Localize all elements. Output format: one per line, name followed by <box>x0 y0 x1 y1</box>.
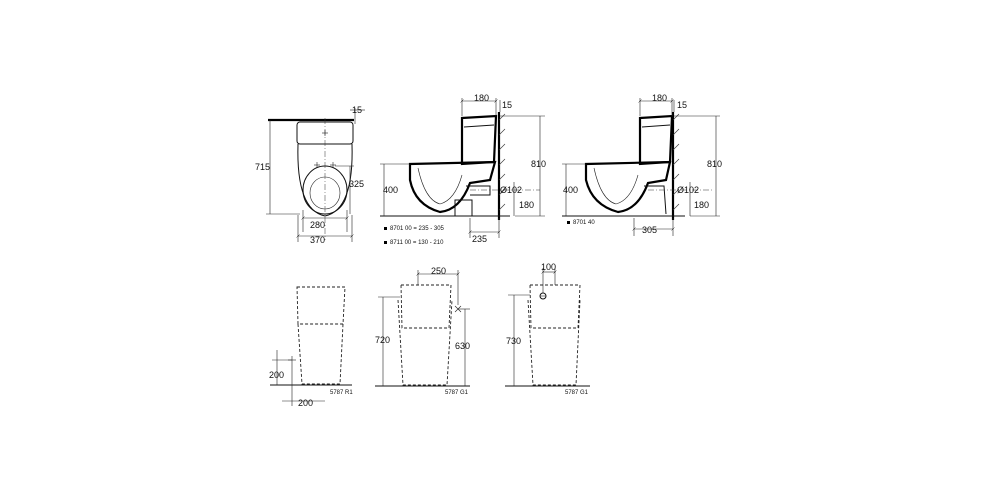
front-view-3: 100 730 5787 G1 <box>505 262 590 396</box>
pan-outline <box>397 299 453 386</box>
dim-offset: 15 <box>352 105 362 115</box>
dim-length: 715 <box>255 162 270 172</box>
dim-pipe-height: 180 <box>519 200 534 210</box>
model-code: 5787 R1 <box>330 390 353 396</box>
dim-height: 810 <box>531 159 546 169</box>
dim-seat-height: 400 <box>383 185 398 195</box>
dim-tank-width: 250 <box>431 266 446 276</box>
tank <box>638 114 674 166</box>
dim-pipe-diameter: Ø102 <box>500 185 522 195</box>
code-marker <box>567 221 570 224</box>
code-a: 8701 40 <box>573 220 595 226</box>
dim-height: 720 <box>375 335 390 345</box>
model-code: 5787 G1 <box>445 390 469 396</box>
pan-outline <box>527 299 581 386</box>
tank-outline <box>529 284 581 329</box>
bowl <box>408 160 497 214</box>
dim-seat-height: 400 <box>563 185 578 195</box>
dim-inner-width: 280 <box>310 220 325 230</box>
front-view-2: 250 720 630 5787 G1 <box>375 266 470 396</box>
dim-button-offset: 100 <box>541 262 556 272</box>
dim-height: 810 <box>707 159 722 169</box>
dim-inlet-height: 630 <box>455 341 470 351</box>
outlet-pipe <box>644 185 667 215</box>
dim-pipe-diameter: Ø102 <box>677 185 699 195</box>
bowl-outline <box>297 143 353 217</box>
dim-hole-distance: 325 <box>349 179 364 189</box>
pan-connector <box>454 199 473 217</box>
top-view: 15 715 325 280 370 <box>255 105 365 245</box>
outlet-pipe <box>466 185 491 196</box>
wall-hatch <box>498 113 506 211</box>
code-marker <box>384 227 387 230</box>
code-b: 8711 00 = 130 - 210 <box>390 240 444 246</box>
model-code: 5787 G1 <box>565 390 589 396</box>
dim-outlet-offset: 305 <box>642 225 657 235</box>
bowl-inner <box>593 167 639 205</box>
side-view-1: 180 15 810 400 Ø102 180 235 8701 00 = 23… <box>380 93 546 246</box>
dim-inlet-offset: 200 <box>298 398 313 408</box>
front-view-1: 200 200 5787 R1 <box>269 286 353 408</box>
bowl <box>584 160 672 214</box>
tank <box>460 114 498 166</box>
dim-pipe-height: 180 <box>694 200 709 210</box>
side-view-2: 180 15 810 400 Ø102 180 305 8701 40 <box>562 93 722 236</box>
dim-outer-width: 370 <box>310 235 325 245</box>
code-a: 8701 00 = 235 - 305 <box>390 226 445 232</box>
dim-wall-gap: 15 <box>502 100 512 110</box>
dim-wall-gap: 15 <box>677 100 687 110</box>
tank-outline <box>400 284 452 329</box>
bowl-inner <box>417 167 463 205</box>
dim-inlet-height: 200 <box>269 370 284 380</box>
code-marker <box>384 241 387 244</box>
pan-outline <box>297 323 344 385</box>
tank-outline <box>296 286 346 325</box>
dim-tank-depth: 180 <box>474 93 489 103</box>
dim-tank-depth: 180 <box>652 93 667 103</box>
dim-height: 730 <box>506 336 521 346</box>
dim-outlet-offset: 235 <box>472 234 487 244</box>
